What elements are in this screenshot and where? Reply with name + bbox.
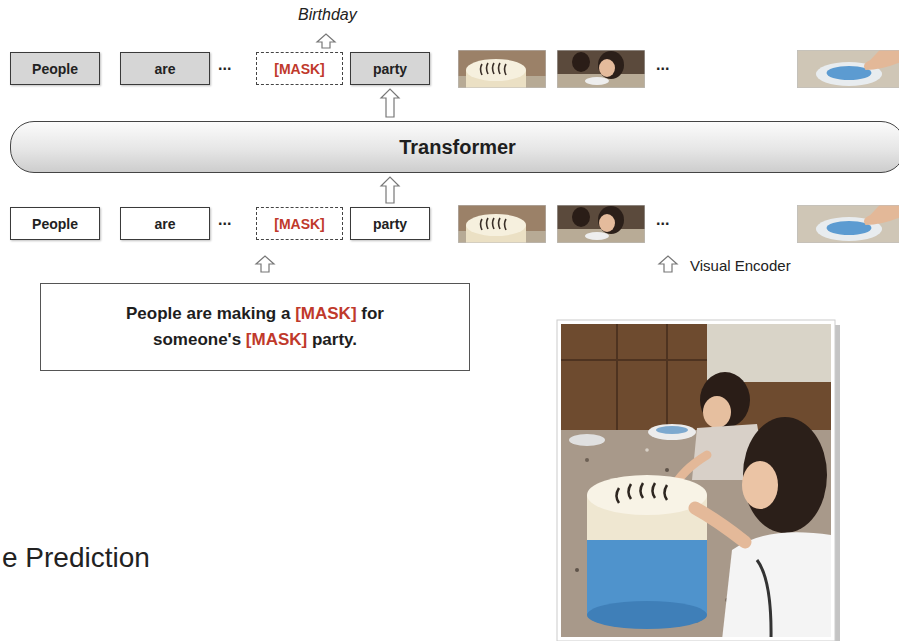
video-frame xyxy=(557,50,645,88)
slide-title-fragment: e Prediction xyxy=(2,542,150,574)
encoder-label: Visual Encoder xyxy=(690,257,791,274)
flow-arrow xyxy=(381,89,399,117)
token-box: party xyxy=(350,207,430,240)
node-text: Transformer xyxy=(399,136,516,159)
transformer-block: Transformer xyxy=(10,121,899,173)
node-text: party xyxy=(373,216,407,232)
node-text: are xyxy=(154,61,175,77)
video-frame xyxy=(557,205,645,243)
node-text: People xyxy=(32,61,78,77)
node-text: People xyxy=(32,216,78,232)
up-arrow xyxy=(659,256,677,272)
up-arrow xyxy=(256,256,274,272)
token-box: are xyxy=(120,207,210,240)
video-frame xyxy=(458,205,546,243)
sentence-words: party. xyxy=(307,330,357,349)
node-text: party xyxy=(373,61,407,77)
node-text: People are making a [MASK] for someone's… xyxy=(95,301,415,354)
mask-token: [MASK] xyxy=(246,330,307,349)
up-arrow xyxy=(317,34,335,48)
sentence-words: People are making a xyxy=(126,304,295,323)
predicted-word: Birthday xyxy=(298,6,357,24)
token-box: party xyxy=(350,52,430,85)
ellipsis: ... xyxy=(656,211,669,229)
mask-token-box: [MASK] xyxy=(256,207,343,240)
token-box: People xyxy=(10,52,100,85)
flow-arrow xyxy=(381,177,399,203)
birthday-photo xyxy=(557,320,840,641)
masked-sentence-box: People are making a [MASK] for someone's… xyxy=(40,283,470,371)
video-frame xyxy=(797,50,899,88)
token-box: People xyxy=(10,207,100,240)
ellipsis: ... xyxy=(656,56,669,74)
mask-token: [MASK] xyxy=(295,304,356,323)
video-frame xyxy=(797,205,899,243)
token-box: are xyxy=(120,52,210,85)
mask-token-box: [MASK] xyxy=(256,52,343,85)
node-text: [MASK] xyxy=(274,61,325,77)
node-text: are xyxy=(154,216,175,232)
node-text: [MASK] xyxy=(274,216,325,232)
video-frame xyxy=(458,50,546,88)
ellipsis: ... xyxy=(218,56,231,74)
ellipsis: ... xyxy=(218,211,231,229)
